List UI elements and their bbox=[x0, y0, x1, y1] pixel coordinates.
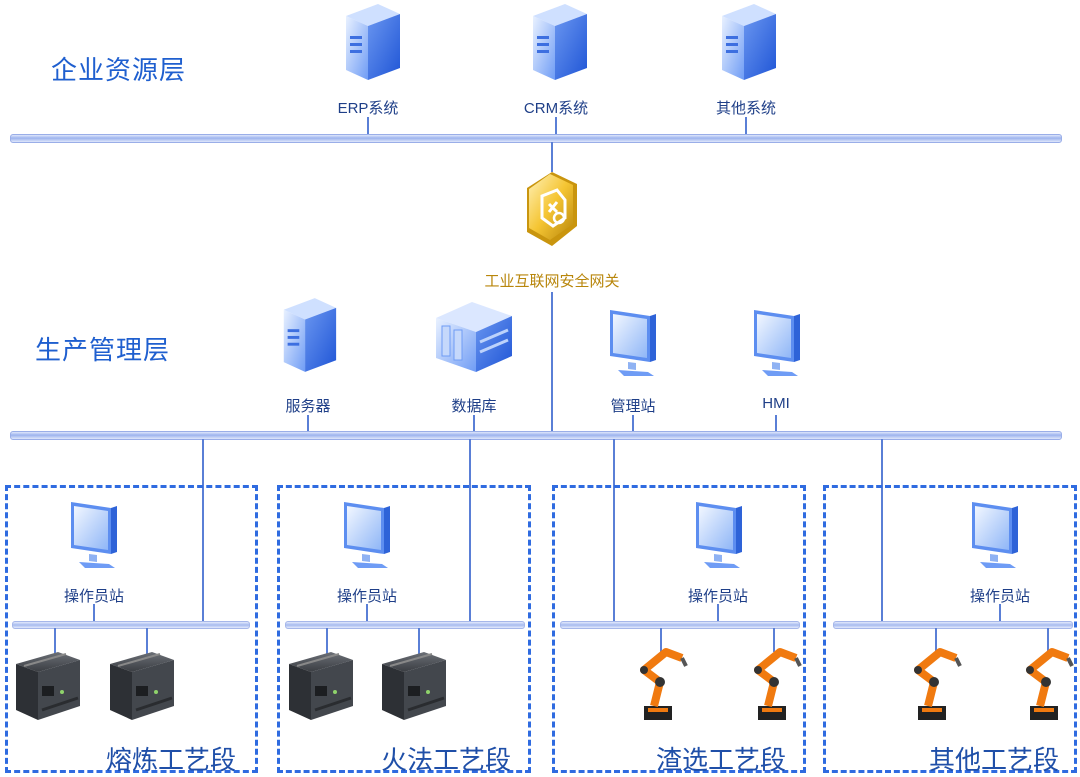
zone4-robot-arm-icon-2 bbox=[1026, 648, 1074, 720]
zone4-title: 其他工艺段 bbox=[929, 745, 1060, 775]
zone1-plc-icon-2 bbox=[110, 652, 174, 720]
zone1-station-line bbox=[93, 604, 95, 622]
zone2-device2-line bbox=[418, 628, 420, 654]
security-gateway-icon bbox=[527, 172, 577, 246]
production-layer-title: 生产管理层 bbox=[35, 335, 171, 365]
zone2-title: 火法工艺段 bbox=[381, 745, 512, 775]
zone4-operator-monitor-icon bbox=[972, 502, 1018, 568]
zone3-title: 渣选工艺段 bbox=[656, 745, 787, 775]
other-system-label: 其他系统 bbox=[715, 100, 777, 117]
zone-slag-separation bbox=[552, 485, 806, 773]
zone4-robot-arm-icon-1 bbox=[914, 648, 962, 720]
zone3-robot-arm-icon-2 bbox=[754, 648, 802, 720]
zone3-robot-arm-icon-1 bbox=[640, 648, 688, 720]
zone-smelting bbox=[5, 485, 258, 773]
management-drop-line bbox=[632, 415, 634, 432]
management-station-monitor-icon bbox=[610, 310, 656, 376]
zone4-device1-line bbox=[935, 628, 937, 652]
hmi-label: HMI bbox=[762, 395, 790, 412]
zone1-device1-line bbox=[54, 628, 56, 654]
other-system-server-icon bbox=[722, 4, 776, 80]
erp-drop-line bbox=[367, 117, 369, 135]
erp-server-icon bbox=[346, 4, 400, 80]
zone1-device2-line bbox=[146, 628, 148, 654]
zone2-operator-monitor-icon bbox=[344, 502, 390, 568]
zone3-operator-monitor-icon bbox=[696, 502, 742, 568]
gateway-downlink-line bbox=[551, 292, 553, 432]
server-drop-line bbox=[307, 415, 309, 432]
gateway-uplink-line bbox=[551, 142, 553, 172]
erp-label: ERP系统 bbox=[337, 100, 399, 117]
zone-other bbox=[823, 485, 1077, 773]
zone1-station-label: 操作员站 bbox=[63, 588, 125, 605]
zone3-bus bbox=[560, 621, 800, 629]
enterprise-bus bbox=[10, 134, 1062, 143]
crm-drop-line bbox=[555, 117, 557, 135]
zone1-operator-monitor-icon bbox=[71, 502, 117, 568]
other-drop-line bbox=[745, 117, 747, 135]
zone4-device2-line bbox=[1047, 628, 1049, 652]
hmi-monitor-icon bbox=[754, 310, 800, 376]
zone4-downlink bbox=[881, 439, 883, 623]
zone4-bus bbox=[833, 621, 1073, 629]
hmi-drop-line bbox=[775, 415, 777, 432]
database-icon bbox=[436, 302, 512, 372]
zone2-station-label: 操作员站 bbox=[336, 588, 398, 605]
zone3-station-line bbox=[717, 604, 719, 622]
production-bus bbox=[10, 431, 1062, 440]
zone4-station-label: 操作员站 bbox=[969, 588, 1031, 605]
zone2-device1-line bbox=[326, 628, 328, 654]
server-label: 服务器 bbox=[285, 398, 331, 415]
zone3-station-label: 操作员站 bbox=[687, 588, 749, 605]
zone3-downlink bbox=[613, 439, 615, 623]
enterprise-layer-title: 企业资源层 bbox=[51, 55, 187, 85]
zone2-plc-icon-1 bbox=[289, 652, 353, 720]
zone3-device2-line bbox=[773, 628, 775, 652]
production-server-icon bbox=[283, 298, 337, 372]
zone1-title: 熔炼工艺段 bbox=[106, 745, 237, 775]
gateway-label: 工业互联网安全网关 bbox=[484, 273, 620, 290]
crm-server-icon bbox=[533, 4, 587, 80]
zone2-downlink bbox=[469, 439, 471, 623]
zone1-bus bbox=[12, 621, 250, 629]
database-label: 数据库 bbox=[451, 398, 497, 415]
zone2-station-line bbox=[366, 604, 368, 622]
management-station-label: 管理站 bbox=[610, 398, 656, 415]
crm-label: CRM系统 bbox=[523, 100, 589, 117]
zone-pyrometallurgy bbox=[277, 485, 531, 773]
zone2-plc-icon-2 bbox=[382, 652, 446, 720]
zone3-device1-line bbox=[660, 628, 662, 652]
zone1-plc-icon-1 bbox=[16, 652, 80, 720]
database-drop-line bbox=[473, 415, 475, 432]
zone2-bus bbox=[285, 621, 525, 629]
zone4-station-line bbox=[999, 604, 1001, 622]
zone1-downlink bbox=[202, 439, 204, 623]
